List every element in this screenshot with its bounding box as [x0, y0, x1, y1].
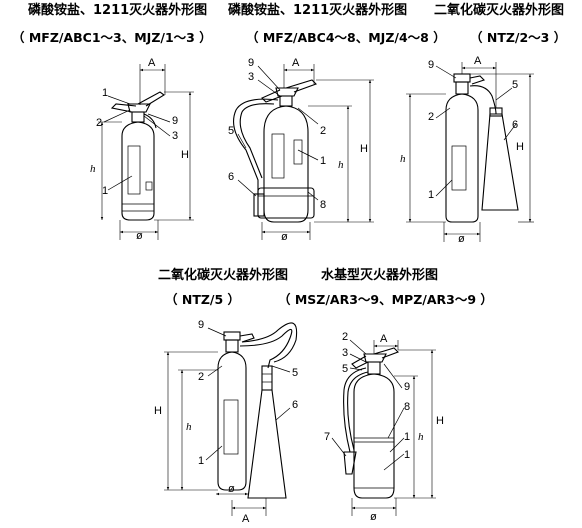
fig4-part-5: 5 — [292, 367, 298, 379]
extinguisher-medium-powder — [233, 64, 374, 240]
fig3-models: （ NTZ/2～3 ） — [470, 30, 567, 45]
fig1-part-1: 1 — [102, 185, 108, 197]
fig2-dim-H: H — [360, 143, 368, 155]
fig1-part-2: 2 — [96, 117, 102, 129]
fig5-part-8: 8 — [404, 401, 410, 413]
fig3-part-9: 9 — [428, 59, 434, 71]
fig2-dim-d: ø — [281, 231, 288, 243]
extinguisher-co2-large — [164, 322, 298, 516]
fig4-models: （ NTZ/5 ） — [165, 292, 241, 307]
fig2-models: （ MFZ/ABC4～8、MJZ/4～8 ） — [246, 30, 446, 45]
fig3-dim-h: h — [400, 153, 406, 165]
extinguisher-water-based — [331, 339, 436, 516]
fig1-part-9: 9 — [172, 115, 178, 127]
fig1-dim-H: H — [181, 149, 189, 161]
fig4-part-2: 2 — [198, 371, 204, 383]
fig5-part-1-upper: 1 — [404, 431, 410, 443]
fig5-part-1: 1 — [404, 449, 410, 461]
fig1-dim-d: ø — [136, 230, 143, 242]
fig4-part-6: 6 — [292, 399, 298, 411]
fig2-part-9: 9 — [248, 57, 254, 69]
fig5-part-3: 3 — [342, 347, 348, 359]
fig2-part-5: 5 — [228, 125, 234, 137]
extinguisher-co2-small — [406, 62, 534, 242]
fig2-dim-A: A — [292, 57, 300, 69]
fig1-part-1-top: 1 — [102, 87, 108, 99]
fig5-part-7: 7 — [324, 431, 330, 443]
fig3-title: 二氧化碳灭火器外形图 — [434, 3, 565, 18]
fig5-dim-h: h — [418, 431, 424, 443]
fig5-dim-A: A — [380, 333, 388, 345]
fig2-part-2: 2 — [320, 125, 326, 137]
fig4-dim-d: ø — [228, 483, 235, 495]
fig5-part-2: 2 — [342, 331, 348, 343]
fig5-part-5: 5 — [342, 363, 348, 375]
fig2-part-1: 1 — [320, 155, 326, 167]
fig3-dim-d: ø — [458, 233, 465, 245]
fig2-part-6: 6 — [228, 171, 234, 183]
fig5-dim-H: H — [436, 415, 444, 427]
fig2-dim-h: h — [338, 159, 344, 171]
fig2-part-3: 3 — [248, 71, 254, 83]
fig3-dim-H: H — [516, 141, 524, 153]
fig4-dim-h: h — [186, 421, 192, 433]
fig3-dim-A: A — [474, 55, 482, 67]
fig1-title: 磷酸铵盐、1211灭火器外形图 — [28, 3, 208, 18]
fig4-dim-A: A — [242, 513, 250, 525]
extinguisher-small-powder — [98, 64, 194, 240]
fig5-dim-d: ø — [370, 511, 377, 523]
fig5-part-9: 9 — [404, 381, 410, 393]
fig3-part-2: 2 — [428, 111, 434, 123]
fig4-part-9: 9 — [198, 319, 204, 331]
fig5-title: 水基型灭火器外形图 — [321, 268, 439, 283]
fig5-models: （ MSZ/AR3～9、MPZ/AR3～9 ） — [278, 292, 493, 307]
fig2-title: 磷酸铵盐、1211灭火器外形图 — [228, 3, 408, 18]
fig4-dim-H: H — [154, 405, 162, 417]
fig2-part-8: 8 — [320, 199, 326, 211]
fig1-dim-h: h — [90, 163, 96, 175]
fig3-part-6: 6 — [512, 119, 518, 131]
fig4-part-1: 1 — [198, 455, 204, 467]
fig1-part-3: 3 — [172, 130, 178, 142]
fig1-models: （ MFZ/ABC1～3、MJZ/1～3 ） — [12, 30, 212, 45]
fig3-part-5: 5 — [512, 79, 518, 91]
fig3-part-1: 1 — [428, 189, 434, 201]
fig1-dim-A: A — [148, 57, 156, 69]
fig4-title: 二氧化碳灭火器外形图 — [158, 268, 289, 283]
